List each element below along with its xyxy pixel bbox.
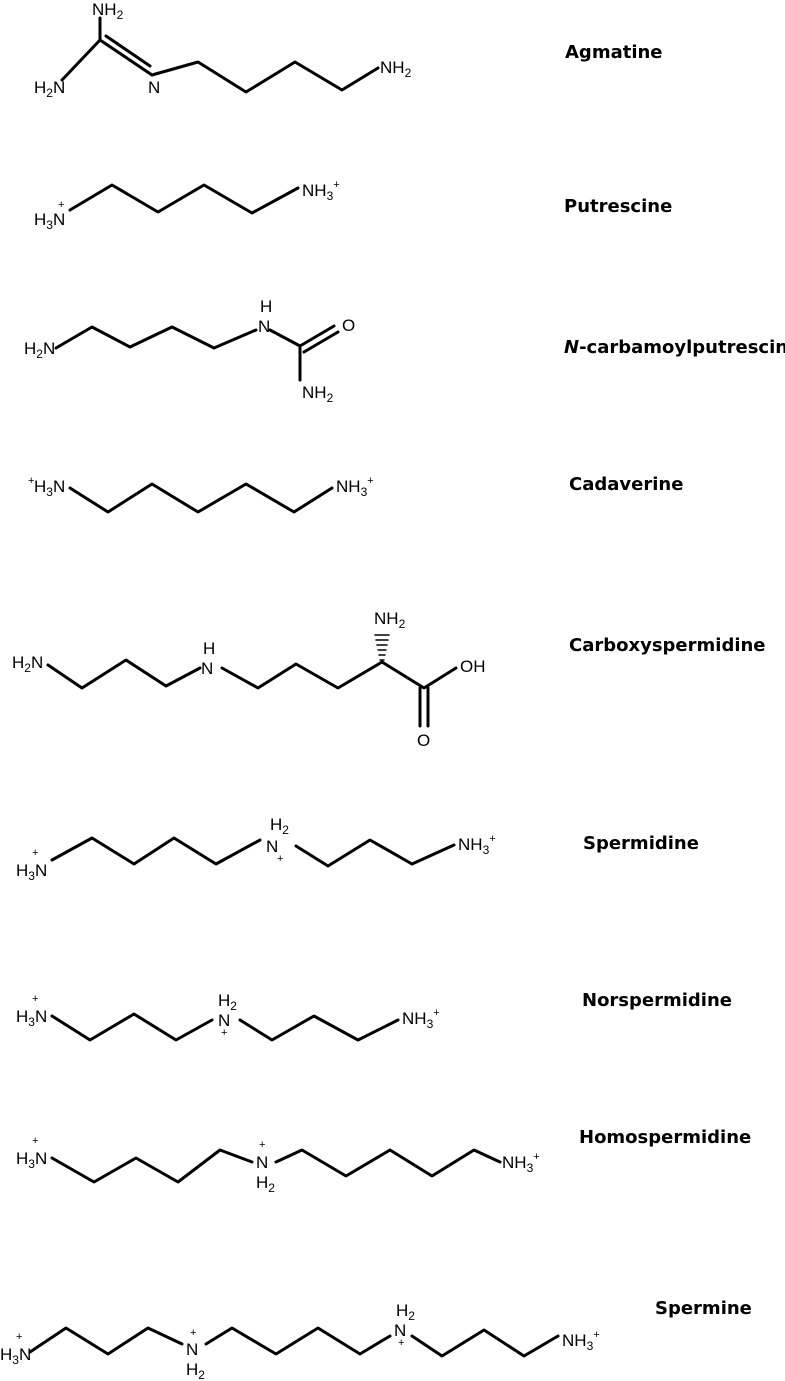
secondary-ammonium-label: N xyxy=(394,1321,406,1340)
ammonium-group-label: NH3+ xyxy=(562,1329,600,1353)
svg-text:+: + xyxy=(398,1337,404,1349)
svg-text:+: + xyxy=(58,199,64,211)
agmatine-structure: NH2 H2N N NH2 xyxy=(34,0,412,100)
ammonium-hydrogen-label: H2 xyxy=(270,815,289,837)
ammonium-hydrogen-label: H2 xyxy=(218,991,237,1013)
homospermidine-structure: + H3N + N H2 NH3+ xyxy=(16,1135,540,1195)
n-carbamoylputrescine-structure: H N O NH2 H2N xyxy=(24,297,355,405)
secondary-ammonium-label: N xyxy=(266,837,278,856)
amino-group-label: NH2 xyxy=(380,58,412,80)
amide-nitrogen-label: N xyxy=(258,317,270,336)
ammonium-group-label: NH3+ xyxy=(302,179,340,203)
carbonyl-oxygen-label: O xyxy=(417,731,430,750)
ammonium-group-label: H3N xyxy=(16,1007,47,1029)
ammonium-group-label: NH3+ xyxy=(502,1151,540,1175)
putrescine-structure: H3N + NH3+ xyxy=(34,179,340,232)
stereo-hash-wedge xyxy=(374,634,390,661)
ammonium-group-label: H3N xyxy=(16,1149,47,1171)
compound-name-norspermidine: Norspermidine xyxy=(582,990,732,1011)
svg-text:+: + xyxy=(16,1331,22,1343)
secondary-ammonium-label: N xyxy=(218,1011,230,1030)
compound-name-cadaverine: Cadaverine xyxy=(569,474,684,495)
carbonyl-oxygen-label: O xyxy=(342,316,355,335)
carboxyspermidine-structure: H2N H N NH2 OH O xyxy=(12,609,486,750)
secondary-amine-label: N xyxy=(201,659,213,678)
svg-text:+: + xyxy=(32,1135,38,1147)
ammonium-hydrogen-label: H2 xyxy=(186,1360,205,1381)
norspermidine-structure: + H3N H2 N + NH3+ xyxy=(16,991,440,1042)
compound-name-carboxyspermidine: Carboxyspermidine xyxy=(569,635,766,656)
ammonium-group-label: H3N xyxy=(34,477,65,499)
amino-group-label: NH2 xyxy=(92,0,124,22)
amine-hydrogen-label: H xyxy=(203,639,215,658)
compound-name-agmatine: Agmatine xyxy=(565,42,663,63)
ammonium-hydrogen-label: H2 xyxy=(396,1301,415,1323)
amino-group-label: NH2 xyxy=(302,383,334,405)
compound-name-spermine: Spermine xyxy=(655,1298,752,1319)
ammonium-group-label: NH3+ xyxy=(458,833,496,857)
amino-group-label: H2N xyxy=(12,653,43,675)
hydroxyl-label: OH xyxy=(460,657,486,676)
svg-text:+: + xyxy=(28,475,34,487)
secondary-ammonium-label: N xyxy=(186,1340,198,1359)
ammonium-group-label: H3N xyxy=(34,210,65,232)
cadaverine-structure: + H3N NH3+ xyxy=(28,475,374,514)
svg-text:+: + xyxy=(32,847,38,859)
amino-group-label: H2N xyxy=(24,339,55,361)
alpha-amino-label: NH2 xyxy=(374,609,406,631)
spermine-structure: + H3N + N H2 H2 N + NH3+ xyxy=(0,1301,600,1381)
compound-name-putrescine: Putrescine xyxy=(564,196,673,217)
svg-text:+: + xyxy=(32,993,38,1005)
svg-text:+: + xyxy=(190,1327,196,1339)
compound-name-n-carbamoylputrescine: N-carbamoylputrescine xyxy=(564,337,785,358)
ammonium-group-label: NH3+ xyxy=(336,475,374,499)
ammonium-group-label: H3N xyxy=(0,1345,31,1367)
amino-group-label: H2N xyxy=(34,78,65,100)
svg-text:+: + xyxy=(259,1139,265,1151)
ammonium-hydrogen-label: H2 xyxy=(256,1173,275,1195)
ammonium-group-label: H3N xyxy=(16,861,47,883)
spermidine-structure: + H3N H2 N + NH3+ xyxy=(16,815,496,883)
imine-nitrogen-label: N xyxy=(148,78,160,97)
compound-name-spermidine: Spermidine xyxy=(583,833,699,854)
svg-text:+: + xyxy=(221,1027,227,1039)
amide-hydrogen-label: H xyxy=(260,297,272,316)
svg-text:+: + xyxy=(277,853,283,865)
compound-name-homospermidine: Homospermidine xyxy=(579,1127,752,1148)
secondary-ammonium-label: N xyxy=(256,1153,268,1172)
ammonium-group-label: NH3+ xyxy=(402,1007,440,1031)
